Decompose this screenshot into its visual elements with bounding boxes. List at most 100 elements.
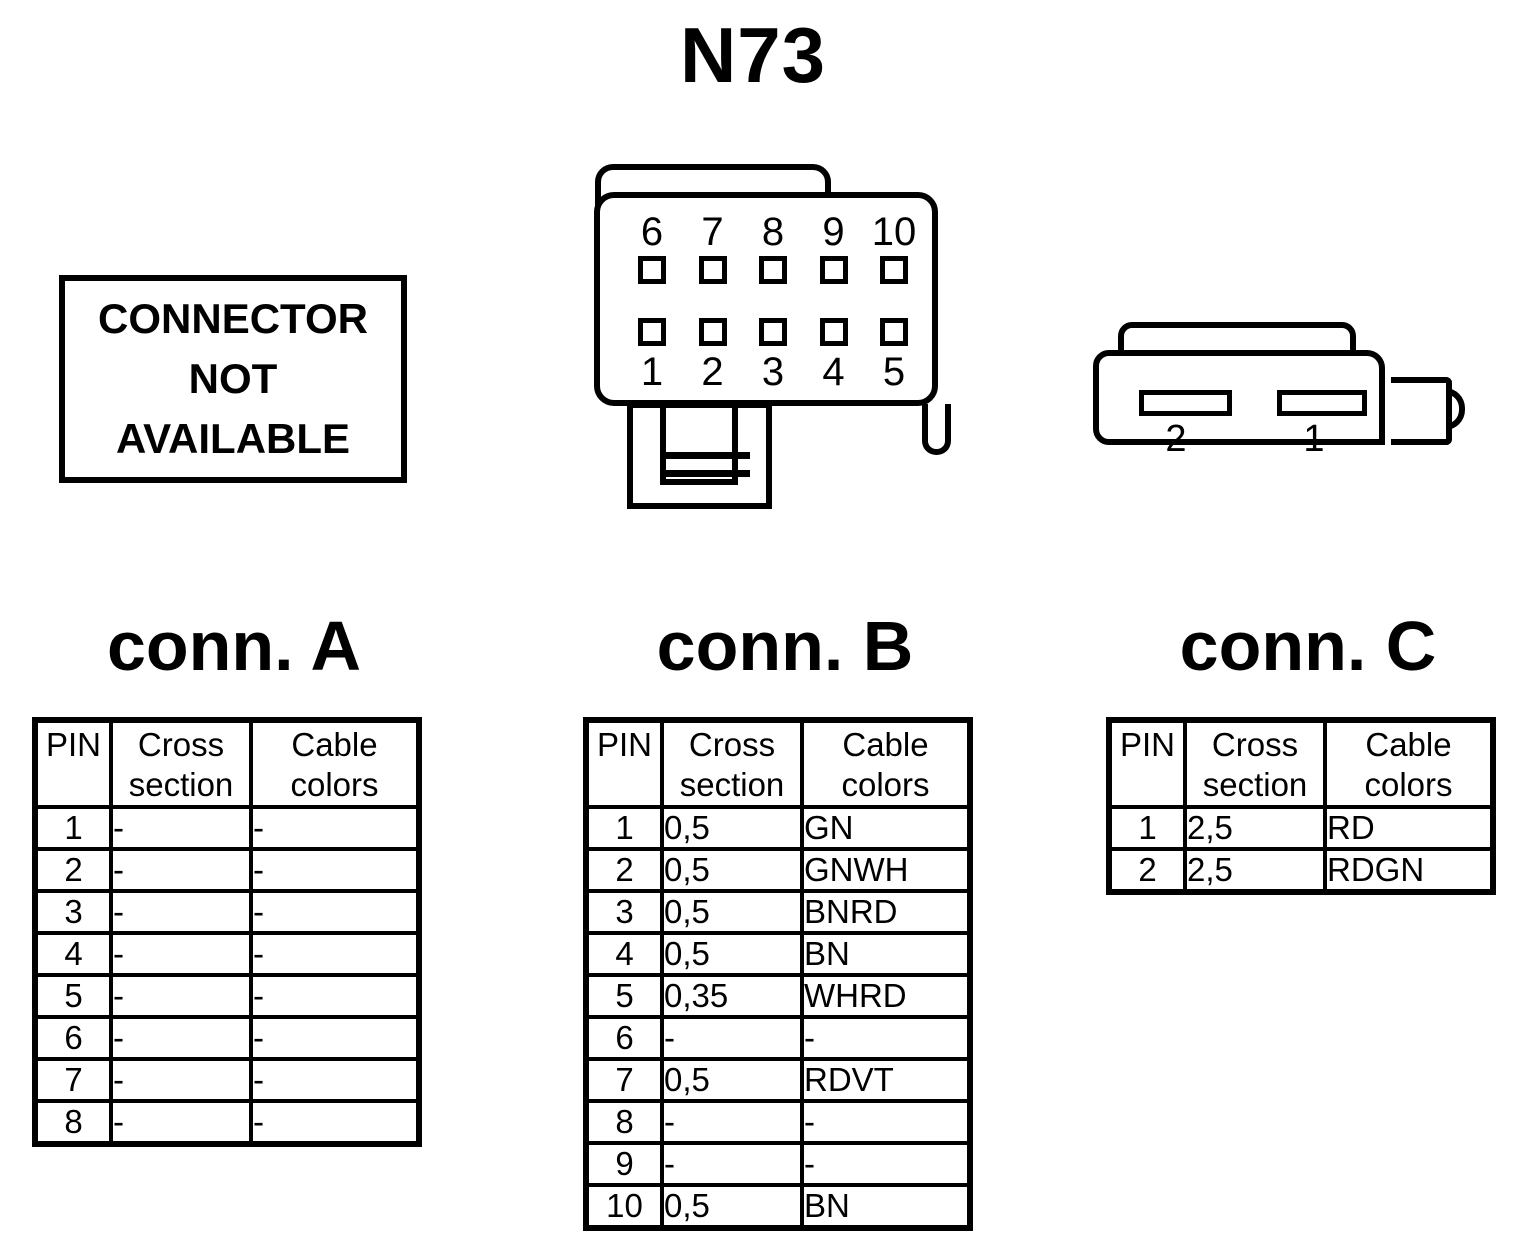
cable-color-value: - [800,1015,972,1061]
cable-color-value: BN [800,1183,972,1230]
pin-number: 2 [1107,847,1187,894]
cross-section-value: - [660,1099,804,1145]
column-header: Cross section [1183,718,1327,809]
pin-cavity [698,256,727,284]
connector-not-available-box: CONNECTOR NOT AVAILABLE [59,275,407,483]
column-header: Cable colors [1323,718,1495,809]
cable-color-value: BNRD [800,889,972,935]
cable-color-value: BN [800,931,972,977]
cable-color-value: RD [1323,805,1495,851]
cable-color-value: - [800,1099,972,1145]
pin-number: 10 [584,1183,664,1230]
connector-c-drawing: 2 1 [1093,322,1475,464]
pin-row: 3-- [33,889,421,935]
pin-row: 1-- [33,805,421,851]
cable-color-value: - [249,973,421,1019]
na-line-3: AVAILABLE [115,415,351,462]
connector-b-title: conn. B [656,607,914,685]
cross-section-value: 0,5 [660,805,804,851]
pin-number: 5 [33,973,113,1019]
pin-number: 8 [584,1099,664,1145]
pin-cavity [819,318,848,346]
pin-row: 9-- [584,1141,972,1187]
pin-cavity [759,256,787,284]
cable-color-value: RDVT [800,1057,972,1103]
pin-number: 9 [584,1141,664,1187]
connector-c-body-step [1391,377,1452,445]
pin-cavity [880,256,908,284]
latch-rib [660,470,750,477]
column-header: PIN [33,718,113,809]
pin-cavity [638,318,666,346]
pin-row: 7-- [33,1057,421,1103]
pin-cavity [698,318,727,346]
pin-row: 4-- [33,931,421,977]
cable-color-value: - [249,1015,421,1061]
pin-number: 1 [584,805,664,851]
pin-row: 6-- [584,1015,972,1061]
pin-number-label: 6 [640,210,664,254]
pin-number-label: 4 [822,350,845,394]
pin-number: 6 [33,1015,113,1061]
slot-number-label: 1 [1303,418,1325,460]
connector-b-side-lug [922,404,951,455]
pin-number: 6 [584,1015,664,1061]
pin-number: 3 [584,889,664,935]
cross-section-value: - [660,1141,804,1187]
slot-number-label: 2 [1165,418,1187,460]
cable-color-value: WHRD [800,973,972,1019]
pin-number: 3 [33,889,113,935]
latch-rib [660,452,750,459]
cable-color-value: - [249,805,421,851]
cross-section-value: - [109,1099,253,1146]
pin-number: 4 [584,931,664,977]
na-line-1: CONNECTOR [98,295,368,342]
cable-color-value: - [249,1099,421,1146]
cross-section-value: - [109,889,253,935]
pin-number-label: 1 [640,350,664,394]
pin-number-label: 8 [761,210,785,254]
pin-number-label: 2 [701,350,724,394]
cable-color-value: GNWH [800,847,972,893]
cross-section-value: - [109,973,253,1019]
connector-a-title: conn. A [106,607,362,685]
pin-number-label: 5 [882,350,906,394]
cross-section-value: - [660,1015,804,1061]
pin-cavity [638,256,666,284]
cross-section-value: 0,5 [660,1183,804,1230]
cable-color-value: - [249,931,421,977]
pin-cavity [819,256,848,284]
pin-number-label: 7 [701,210,724,254]
pin-number: 1 [1107,805,1187,851]
cross-section-value: 0,5 [660,847,804,893]
cable-color-value: GN [800,805,972,851]
column-header: Cross section [109,718,253,809]
pin-row: 6-- [33,1015,421,1061]
pin-row: 8-- [33,1099,421,1146]
cable-color-value: - [800,1141,972,1187]
column-header: PIN [1107,718,1187,809]
pin-number-label: 3 [761,350,785,394]
connector-c-slot-2 [1139,390,1232,416]
column-header: Cable colors [249,718,421,809]
pin-number: 8 [33,1099,113,1146]
pin-number: 2 [33,847,113,893]
component-title: N73 [679,11,827,99]
